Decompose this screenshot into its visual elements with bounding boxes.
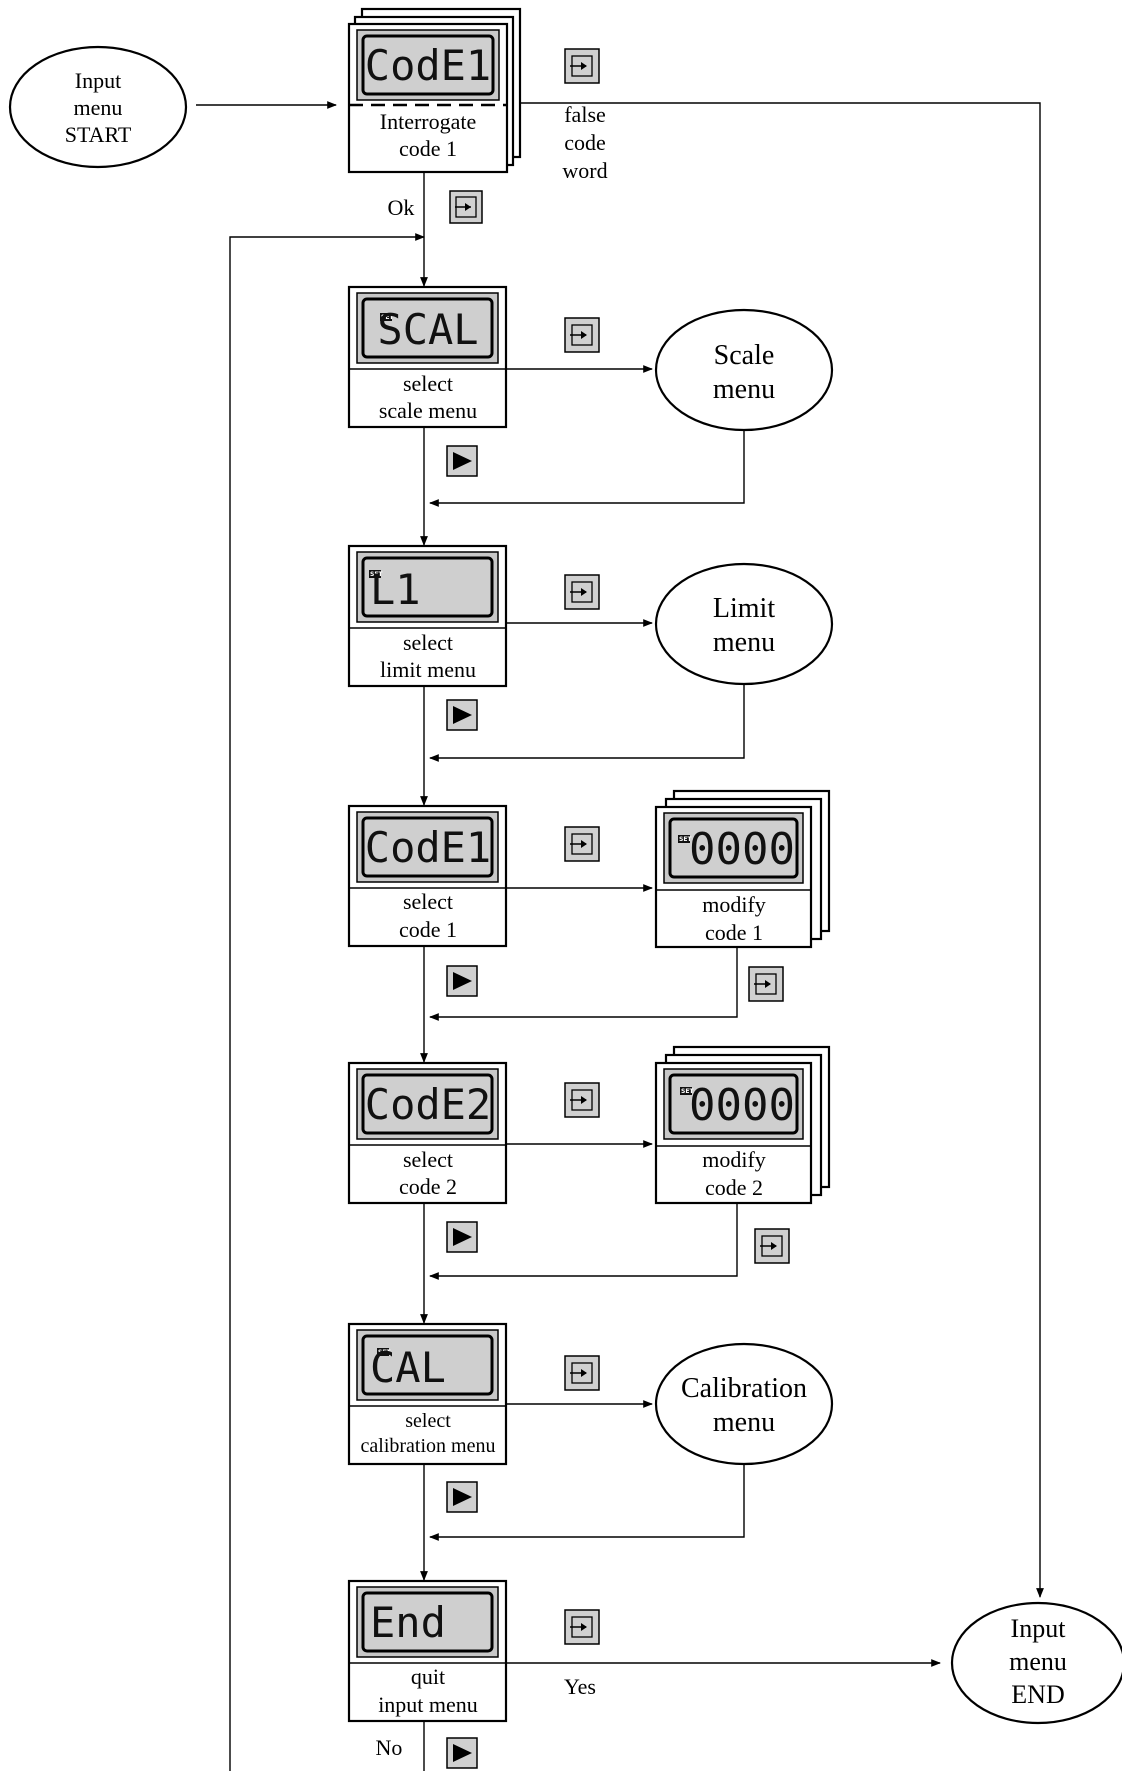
enter-key-icon (564, 48, 600, 84)
false-line-3: word (562, 158, 607, 183)
start-line-3: START (65, 122, 132, 147)
end-line-2: menu (1009, 1647, 1067, 1676)
modify2-line-1: modify (702, 1147, 766, 1172)
svg-text:SET: SET (378, 1349, 391, 1356)
step-scale-line-2: scale menu (379, 398, 477, 423)
return-connector (429, 947, 738, 1021)
ok-label: Ok (388, 195, 415, 220)
svg-text:SET: SET (370, 571, 383, 578)
calibration-menu-node: Calibration menu (654, 1342, 834, 1466)
enter-key-icon (748, 966, 784, 1002)
enter-key-icon (564, 574, 600, 610)
step-end-line-2: input menu (378, 1692, 478, 1717)
step-code1-line-2: code 1 (399, 917, 457, 942)
scale-menu-line-1: Scale (714, 340, 775, 371)
false-code-connector (520, 102, 1044, 1598)
modify-code1-box: SET 0000 modify code 1 (654, 789, 831, 949)
interrogate-line-1: Interrogate (380, 109, 477, 134)
cal-menu-line-1: Calibration (681, 1373, 807, 1404)
lcd-display: CAL (370, 1343, 446, 1392)
enter-key-icon (754, 1228, 790, 1264)
next-arrow-icon (446, 1221, 478, 1253)
modify1-line-2: code 1 (705, 920, 763, 945)
step-code2: CodE2 select code 2 (347, 1061, 508, 1205)
false-line-2: code (564, 130, 606, 155)
svg-text:SET: SET (679, 836, 692, 843)
enter-key-icon (564, 1355, 600, 1391)
next-arrow-icon (446, 965, 478, 997)
step-code2-line-2: code 2 (399, 1174, 457, 1199)
step-code2-line-1: select (403, 1147, 453, 1172)
interrogate-line-2: code 1 (399, 136, 457, 161)
limit-menu-line-1: Limit (713, 593, 775, 624)
enter-key-icon (564, 1082, 600, 1118)
next-arrow-icon (446, 445, 478, 477)
step-limit-line-1: select (403, 630, 453, 655)
step-code1-line-1: select (403, 889, 453, 914)
enter-key-icon (564, 317, 600, 353)
next-arrow-icon (446, 1481, 478, 1513)
lcd-display: CodE1 (365, 41, 491, 90)
step-calibration: SET CAL select calibration menu (347, 1322, 508, 1466)
modify1-line-1: modify (702, 892, 766, 917)
lcd-display: CodE2 (365, 1080, 491, 1129)
enter-key-icon (449, 190, 483, 224)
step-limit: SET L1 select limit menu (347, 544, 508, 688)
lcd-display: 0000 (689, 1080, 795, 1131)
svg-text:SET: SET (381, 314, 394, 321)
return-connector (429, 1464, 745, 1541)
step-end-line-1: quit (411, 1664, 445, 1689)
step-limit-line-2: limit menu (380, 657, 476, 682)
enter-key-icon (564, 1609, 600, 1645)
step-scale-line-1: select (403, 371, 453, 396)
lcd-display: SCAL (377, 305, 478, 354)
start-line-2: menu (74, 95, 123, 120)
scale-menu-line-2: menu (713, 374, 775, 405)
start-line-1: Input (75, 68, 121, 93)
no-loop-connector (229, 233, 425, 1771)
step-cal-line-1: select (405, 1410, 451, 1432)
lcd-display: L1 (370, 565, 421, 614)
modify2-line-2: code 2 (705, 1175, 763, 1200)
yes-label: Yes (564, 1674, 596, 1699)
false-line-1: false (564, 102, 606, 127)
lcd-display: CodE1 (365, 823, 491, 872)
step-code1: CodE1 select code 1 (347, 804, 508, 948)
next-arrow-icon (446, 699, 478, 731)
start-node: Input menu START (8, 45, 188, 169)
svg-text:SET: SET (681, 1088, 694, 1095)
end-line-1: Input (1011, 1614, 1067, 1643)
lcd-display: 0000 (689, 824, 795, 875)
return-connector (429, 1203, 738, 1280)
no-label: No (376, 1735, 403, 1760)
limit-menu-node: Limit menu (654, 562, 834, 686)
end-line-3: END (1011, 1680, 1064, 1709)
limit-menu-line-2: menu (713, 627, 775, 658)
next-arrow-icon (446, 1737, 478, 1769)
cal-menu-line-2: menu (713, 1407, 775, 1438)
end-node: Input menu END (950, 1601, 1122, 1725)
enter-key-icon (564, 826, 600, 862)
scale-menu-node: Scale menu (654, 308, 834, 432)
modify-code2-box: SET 0000 modify code 2 (654, 1045, 831, 1205)
interrogate-code1-box: CodE1 Interrogate code 1 (347, 7, 522, 174)
return-connector (429, 684, 745, 762)
return-connector (429, 430, 745, 507)
step-end: End quit input menu (347, 1579, 508, 1723)
lcd-display: End (370, 1598, 446, 1647)
step-cal-line-2: calibration menu (361, 1435, 496, 1457)
step-scale: SET SCAL select scale menu (347, 285, 508, 429)
